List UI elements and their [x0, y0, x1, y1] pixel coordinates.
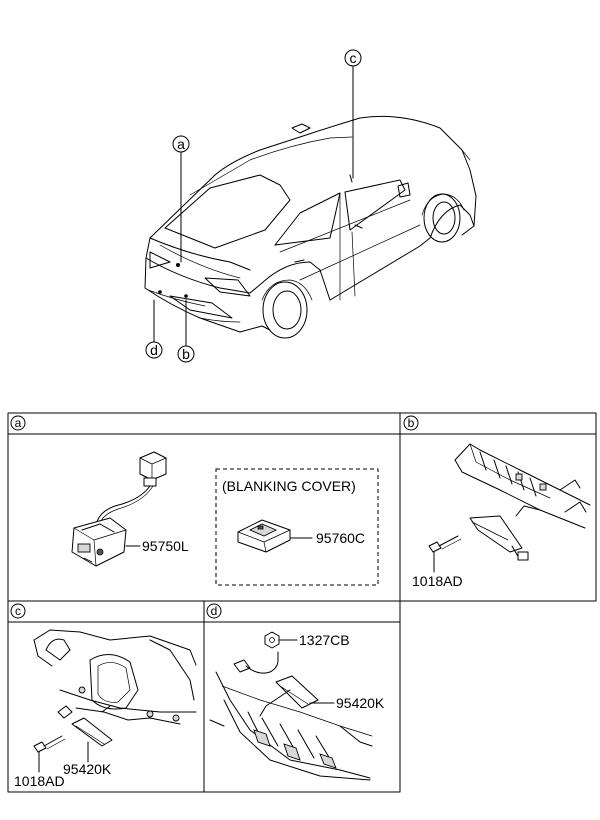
- svg-text:d: d: [211, 604, 218, 618]
- part-95420K-c-label: 95420K: [63, 761, 112, 777]
- callout-a-label: a: [177, 136, 185, 152]
- screw-c-icon: [33, 735, 66, 753]
- svg-text:b: b: [408, 416, 415, 430]
- rear-camera-icon: [71, 517, 127, 567]
- panel-a-tag: [10, 415, 26, 431]
- callout-c: [344, 49, 362, 67]
- callout-d: [145, 341, 163, 359]
- blanking-cover-box: [215, 468, 379, 586]
- panel-c: 1018AD 95420K: [14, 629, 197, 789]
- blanking-cover-title: (BLANKING COVER): [222, 478, 356, 494]
- panel-b: 1018AD: [412, 443, 591, 589]
- callout-c-label: c: [350, 50, 357, 66]
- part-1018AD-b-label: 1018AD: [412, 573, 463, 589]
- panel-d-tag: [206, 603, 222, 619]
- sensor-d-icon: [233, 651, 319, 717]
- panel-a: 95750L (BLANKING COVER) 95760C: [71, 451, 379, 586]
- screw-icon: [428, 535, 462, 553]
- callout-a: [172, 135, 190, 153]
- part-95420K-d-label: 95420K: [336, 695, 385, 711]
- trunk-inner-panel-icon: [33, 629, 197, 725]
- panel-c-tag: [10, 603, 26, 619]
- panel-b-tag: [403, 415, 419, 431]
- part-1327CB-label: 1327CB: [299, 632, 350, 648]
- callout-b: [177, 345, 195, 363]
- callout-d-label: d: [150, 342, 158, 358]
- part-95750L-label: 95750L: [142, 538, 189, 554]
- rear-bumper-panel-icon: [209, 671, 373, 781]
- part-95760C-label: 95760C: [316, 530, 365, 546]
- blanking-cover-icon: [237, 519, 291, 553]
- sensor-c-icon: [71, 705, 113, 747]
- panel-d: 1327CB 95420K: [209, 631, 385, 781]
- part-1018AD-c-label: 1018AD: [14, 773, 65, 789]
- trunk-lid-bracket-icon: [454, 443, 591, 561]
- detail-grid: [7, 412, 597, 793]
- svg-text:c: c: [15, 604, 21, 618]
- camera-connector-icon: [95, 451, 167, 527]
- svg-text:a: a: [15, 416, 22, 430]
- car-illustration: a c d b: [144, 49, 477, 363]
- nut-icon: [264, 631, 280, 649]
- callout-b-label: b: [182, 346, 190, 362]
